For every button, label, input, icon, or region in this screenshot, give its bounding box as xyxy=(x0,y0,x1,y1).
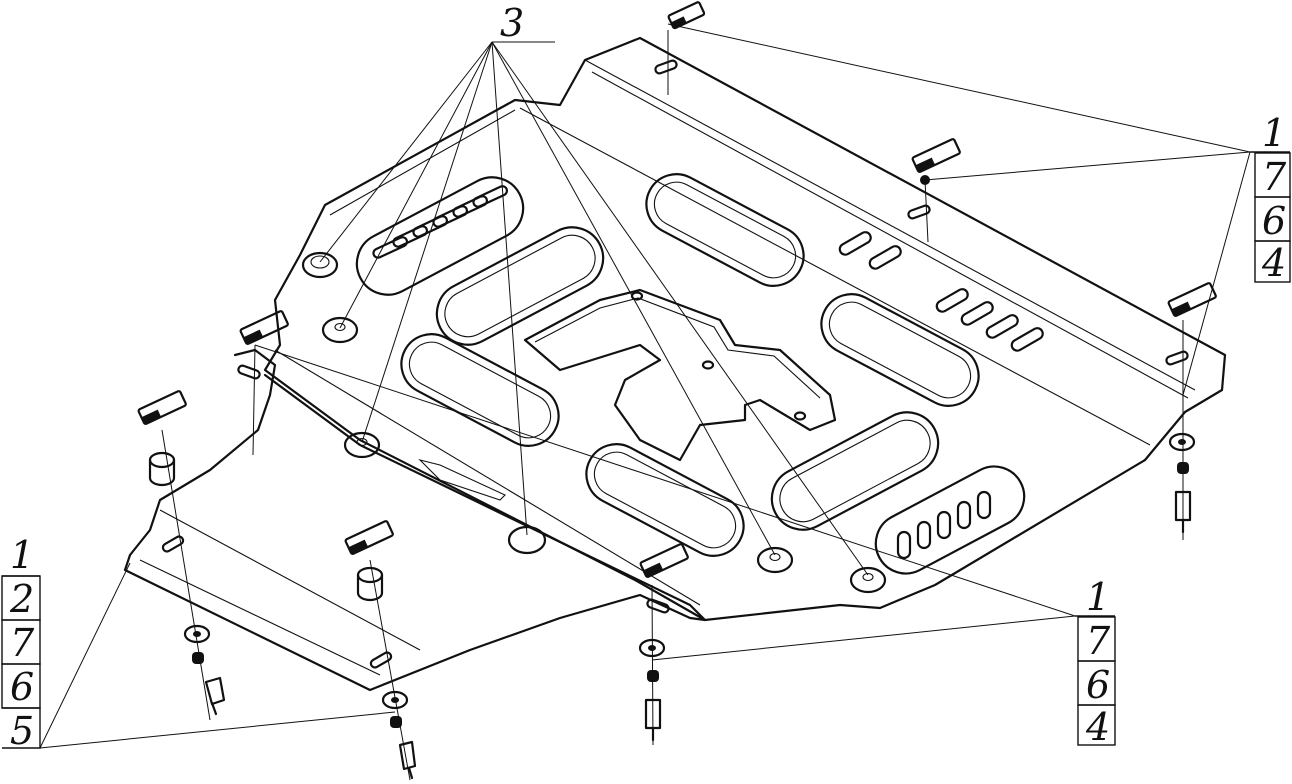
leader-lines xyxy=(39,23,1251,749)
stack-rt-4: 4 xyxy=(1261,241,1286,285)
stack-rb-1: 1 xyxy=(1086,575,1110,619)
stack-rt-1: 1 xyxy=(1262,111,1286,155)
stack-lb-3: 7 xyxy=(10,621,35,665)
stack-rt-2: 7 xyxy=(1262,155,1287,199)
callout-stack-left-bottom: 1 2 7 6 5 xyxy=(1,533,41,753)
stack-lb-4: 6 xyxy=(10,665,34,709)
stack-rt-3: 6 xyxy=(1262,199,1286,243)
callout-3-label: 3 xyxy=(500,1,524,45)
callout-stack-right-top: 1 7 6 4 xyxy=(1250,111,1291,285)
stack-rb-3: 6 xyxy=(1086,663,1110,707)
front-skid-plate xyxy=(123,348,707,692)
stack-lb-2: 2 xyxy=(9,577,34,621)
clip-nuts xyxy=(137,1,1217,578)
stack-rb-4: 4 xyxy=(1085,705,1110,749)
assembly-axes xyxy=(161,30,1184,781)
main-skid-plate xyxy=(263,36,1227,622)
vent-slots xyxy=(372,185,1044,560)
callout-top: 3 xyxy=(500,1,524,45)
stack-lb-1: 1 xyxy=(10,533,34,577)
stack-rb-2: 7 xyxy=(1086,619,1111,663)
mounting-slots xyxy=(161,59,1189,669)
spacer-bushings xyxy=(148,451,384,602)
callout-stack-right-bottom: 1 7 6 4 xyxy=(1075,575,1116,749)
plate-cutouts xyxy=(355,173,1026,575)
stack-lb-5: 5 xyxy=(10,709,34,753)
